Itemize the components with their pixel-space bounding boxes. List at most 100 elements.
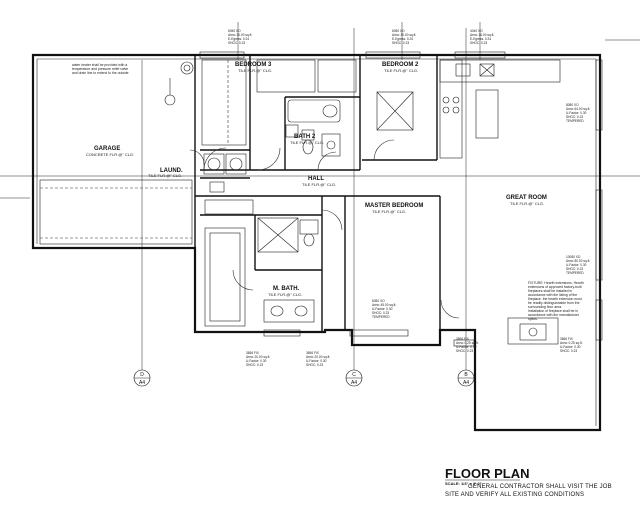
grid-lines: [0, 22, 640, 370]
svg-text:C: C: [352, 372, 356, 378]
section-marker-d: D A4: [133, 369, 151, 387]
svg-text:3656 FIX: 3656 FIX: [246, 351, 260, 355]
svg-text:U-Factor: 0.30: U-Factor: 0.30: [566, 111, 587, 115]
window-tag-kitchen: 4040 XO Area: 16.00 sq.ft. E-Egress: 0.2…: [470, 29, 494, 45]
master-bedroom-floor: TILE FLR.@" CLG.: [372, 209, 406, 214]
svg-text:FIXTURE: Hearth extensions, He: FIXTURE: Hearth extensions, Hearth: [528, 281, 584, 285]
window-tag-master: 6050 XO Area: 45.00 sq.ft. U-Factor: 0.3…: [372, 299, 396, 319]
svg-text:SHGC: 0.23: SHGC: 0.23: [228, 41, 245, 45]
closets: [201, 59, 357, 215]
svg-text:accordance with the listing of: accordance with the listing of the: [528, 293, 577, 297]
svg-text:D: D: [140, 372, 144, 378]
hall-floor: TILE FLR.@" CLG.: [302, 182, 336, 187]
svg-text:B: B: [464, 372, 468, 378]
svg-text:TEMPERED: TEMPERED: [372, 315, 390, 319]
contractor-note-1: GENERAL CONTRACTOR SHALL VISIT THE JOB: [468, 484, 612, 490]
section-marker-b: B A4: [457, 369, 475, 387]
svg-text:SHGC: 0.23: SHGC: 0.23: [470, 41, 487, 45]
plan-title: FLOOR PLAN: [445, 466, 530, 481]
svg-text:Area: 20.00 sq.ft.: Area: 20.00 sq.ft.: [306, 355, 330, 359]
window-tag-bed2: 6050 XO Area: 30.00 sq.ft. E-Egress: 0.2…: [392, 29, 416, 45]
svg-text:10080 XO: 10080 XO: [566, 255, 581, 259]
fireplace: [507, 317, 559, 345]
garage-floor: CONCRETE FLR.@" CLG.: [86, 152, 134, 157]
svg-text:3656 FIX: 3656 FIX: [560, 337, 574, 341]
svg-text:SHGC: 0.23: SHGC: 0.23: [246, 363, 263, 367]
master-bath-label: M. BATH.: [273, 286, 300, 292]
title-block: FLOOR PLAN SCALE: 1/4" = 1'-0" GENERAL C…: [445, 466, 612, 498]
contractor-note-2: SITE AND VERIFY ALL EXISTING CONDITIONS: [445, 492, 584, 498]
svg-text:SHGC: 0.23: SHGC: 0.23: [306, 363, 323, 367]
svg-text:Area: 30.00 sq.ft.: Area: 30.00 sq.ft.: [228, 33, 252, 37]
bath2-label: BATH 2: [294, 134, 316, 140]
kitchen: [285, 59, 561, 159]
svg-text:Area: 20.00 sq.ft.: Area: 20.00 sq.ft.: [246, 355, 270, 359]
laundry-fixtures: [203, 153, 247, 193]
svg-text:8080 XO: 8080 XO: [566, 103, 579, 107]
svg-text:SHGC: 0.23: SHGC: 0.23: [392, 41, 409, 45]
svg-text:A4: A4: [139, 380, 145, 386]
master-bath-floor: TILE FLR.@" CLG.: [268, 292, 302, 297]
svg-text:accordance with the manufactur: accordance with the manufacturer: [528, 313, 580, 317]
laundry-floor: TILE FLR.@" CLG.: [148, 173, 182, 178]
svg-text:E-Egress: 0.24: E-Egress: 0.24: [228, 37, 249, 41]
svg-text:fireplaces shall be installed: fireplaces shall be installed in: [528, 289, 572, 293]
svg-text:A4: A4: [351, 380, 357, 386]
room-labels: GARAGE CONCRETE FLR.@" CLG. LAUND. TILE …: [86, 62, 547, 297]
svg-text:TEMPERED: TEMPERED: [566, 119, 584, 123]
svg-text:6050 XO: 6050 XO: [372, 299, 385, 303]
svg-text:specs.: specs.: [528, 317, 538, 321]
svg-text:surrounding floor area.: surrounding floor area.: [528, 305, 562, 309]
svg-text:4040 XO: 4040 XO: [470, 29, 483, 33]
window-tag-bed3: 6050 XO Area: 30.00 sq.ft. E-Egress: 0.2…: [228, 29, 252, 45]
svg-text:6050 XO: 6050 XO: [392, 29, 405, 33]
water-heater-note: water heater shall be provided with a te…: [72, 63, 129, 75]
svg-text:TEMPERED: TEMPERED: [566, 271, 584, 275]
fireplace-note: FIXTURE: Hearth extensions, Hearth exten…: [528, 281, 584, 321]
svg-text:SHGC: 0.23: SHGC: 0.23: [566, 115, 583, 119]
svg-text:Installation of fireplace shal: Installation of fireplace shall be in: [528, 309, 578, 313]
svg-text:water heater shall be provided: water heater shall be provided with a: [72, 63, 127, 67]
exterior-walls: [31, 53, 602, 432]
garage-door: [39, 179, 193, 245]
bath-fixtures: [204, 99, 341, 327]
svg-text:Area: 80.00 sq.ft.: Area: 80.00 sq.ft.: [566, 259, 590, 263]
bedroom3-floor: TILE FLR.@" CLG.: [238, 68, 272, 73]
svg-text:3656 FIX: 3656 FIX: [456, 337, 470, 341]
great-room-floor: TILE FLR.@" CLG.: [510, 201, 544, 206]
door-swings: [189, 139, 460, 319]
garage-label: GARAGE: [94, 146, 120, 152]
svg-text:temperature and pressure relie: temperature and pressure relief valve: [72, 67, 128, 71]
section-marker-c: C A4: [345, 369, 363, 387]
laundry-label: LAUND.: [160, 168, 183, 174]
svg-text:U-Factor: 0.30: U-Factor: 0.30: [306, 359, 327, 363]
svg-text:U-Factor: 0.30: U-Factor: 0.30: [566, 263, 587, 267]
master-bedroom-label: MASTER BEDROOM: [365, 203, 423, 209]
svg-text:Area: 64.00 sq.ft.: Area: 64.00 sq.ft.: [566, 107, 590, 111]
svg-text:U-Factor: 0.30: U-Factor: 0.30: [372, 307, 393, 311]
svg-text:E-Egress: 0.24: E-Egress: 0.24: [470, 37, 491, 41]
svg-text:SHGC: 0.23: SHGC: 0.23: [456, 349, 473, 353]
great-room-label: GREAT ROOM: [506, 195, 547, 201]
svg-text:6050 XO: 6050 XO: [228, 29, 241, 33]
plan-scale: SCALE: 1/4" = 1'-0": [445, 481, 482, 486]
svg-text:Area: 30.00 sq.ft.: Area: 30.00 sq.ft.: [392, 33, 416, 37]
window-tag-great-2: 10080 XO Area: 80.00 sq.ft. U-Factor: 0.…: [566, 255, 590, 275]
svg-text:Area: 45.00 sq.ft.: Area: 45.00 sq.ft.: [372, 303, 396, 307]
svg-text:Area: 16.00 sq.ft.: Area: 16.00 sq.ft.: [470, 33, 494, 37]
svg-text:be readily distinguishable fro: be readily distinguishable from the: [528, 301, 580, 305]
window-tag-mbath2: 3656 FIX Area: 20.00 sq.ft. U-Factor: 0.…: [306, 351, 330, 367]
interior-walls: [194, 55, 441, 332]
window-tag-great-3: 3656 FIX Area: 0.25 sq.ft. U-Factor: 0.3…: [456, 337, 479, 353]
bedroom3-label: BEDROOM 3: [235, 62, 272, 68]
svg-text:Area: 0.25 sq.ft.: Area: 0.25 sq.ft.: [456, 341, 479, 345]
window-tag-mbath: 3656 FIX Area: 20.00 sq.ft. U-Factor: 0.…: [246, 351, 270, 367]
bedroom2-floor: TILE FLR.@" CLG.: [384, 68, 418, 73]
svg-text:and drain line to extend to th: and drain line to extend to the outside: [72, 71, 129, 75]
water-heater: [164, 61, 194, 106]
svg-text:U-Factor: 0.30: U-Factor: 0.30: [560, 345, 581, 349]
svg-text:U-Factor: 0.30: U-Factor: 0.30: [456, 345, 477, 349]
hall-label: HALL: [308, 176, 324, 182]
windows: [199, 51, 603, 347]
